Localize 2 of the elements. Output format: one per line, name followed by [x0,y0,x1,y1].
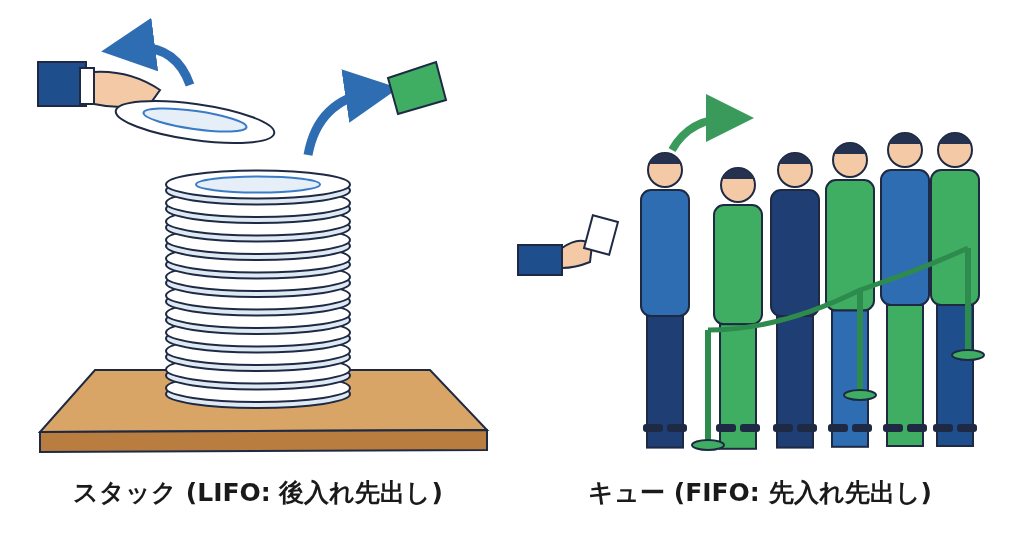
caption-text: スタック (LIFO: 後入れ先出し) [73,478,443,507]
caption-text: キュー (FIFO: 先入れ先出し) [588,478,932,507]
